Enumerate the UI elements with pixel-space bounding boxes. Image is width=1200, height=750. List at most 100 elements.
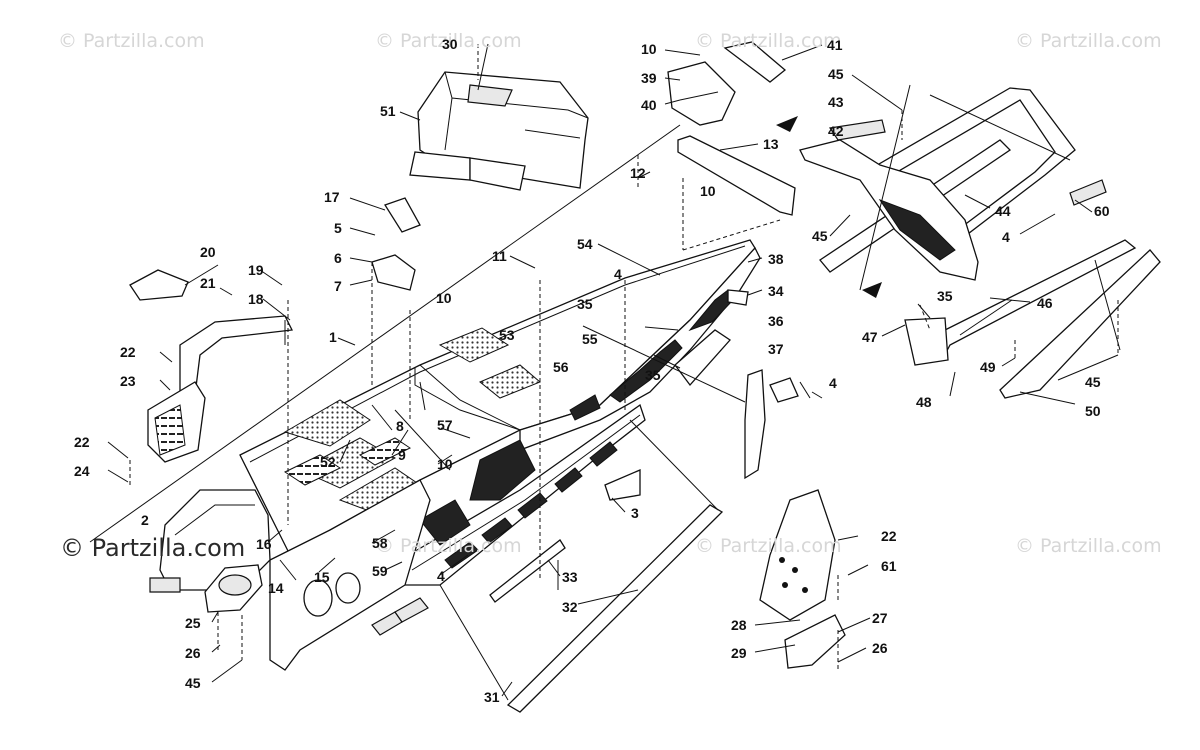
side-rail-part	[519, 246, 761, 451]
callout-label: 4	[437, 568, 445, 584]
callout-label: 48	[916, 394, 932, 410]
callout-label: 58	[372, 535, 388, 551]
seat-cushion-part	[409, 71, 589, 191]
callout-label: 59	[372, 563, 388, 579]
watermark: © Partzilla.com	[375, 535, 522, 557]
callout-label: 12	[630, 165, 646, 181]
callout-label: 35	[577, 296, 593, 312]
grab-handle-part	[129, 269, 293, 463]
callout-label: 15	[314, 569, 330, 585]
callout-label: 21	[200, 275, 216, 291]
callout-label: 5	[334, 220, 342, 236]
callout-label: 4	[1002, 229, 1010, 245]
footrest-left-part	[204, 564, 263, 613]
callout-label: 10	[700, 183, 716, 199]
rear-bracket-part	[667, 41, 787, 126]
callout-label: 20	[200, 244, 216, 260]
callout-label: 38	[768, 251, 784, 267]
callout-label: 9	[398, 447, 406, 463]
callout-label: 29	[731, 645, 747, 661]
small-brackets-part	[371, 197, 799, 501]
leader-lines	[89, 43, 1121, 701]
callout-label: 45	[1085, 374, 1101, 390]
callout-label: 45	[828, 66, 844, 82]
callout-label: 25	[185, 615, 201, 631]
callout-label: 43	[828, 94, 844, 110]
callout-label: 10	[436, 290, 452, 306]
callout-label: 24	[74, 463, 90, 479]
watermark: © Partzilla.com	[695, 535, 842, 557]
callout-label: 7	[334, 278, 342, 294]
callout-label: 45	[185, 675, 201, 691]
callout-label: 3	[631, 505, 639, 521]
callout-label: 37	[768, 341, 784, 357]
running-board-part	[904, 239, 1161, 399]
callout-label: 6	[334, 250, 342, 266]
callout-label: 31	[484, 689, 500, 705]
callout-label: 53	[499, 327, 515, 343]
callout-label: 50	[1085, 403, 1101, 419]
callout-label: 52	[320, 454, 336, 470]
callout-label: 19	[248, 262, 264, 278]
callout-label: 57	[437, 417, 453, 433]
callout-label: 42	[828, 123, 844, 139]
callout-label: 22	[120, 344, 136, 360]
watermark: © Partzilla.com	[695, 30, 842, 52]
callout-label: 46	[1037, 295, 1053, 311]
callout-label: 22	[74, 434, 90, 450]
callout-label: 49	[980, 359, 996, 375]
callout-label: 40	[641, 97, 657, 113]
axle-rods-part	[489, 504, 724, 713]
callout-label: 2	[141, 512, 149, 528]
watermark: © Partzilla.com	[1015, 30, 1162, 52]
watermark: © Partzilla.com	[375, 30, 522, 52]
snow-flap-part	[799, 119, 979, 281]
callout-label: 4	[614, 266, 622, 282]
callout-label: 56	[553, 359, 569, 375]
callout-label: 10	[641, 41, 657, 57]
callout-label: 8	[396, 418, 404, 434]
lower-truss-part	[399, 403, 646, 586]
footrest-right-part	[759, 489, 846, 669]
watermark: © Partzilla.com	[60, 534, 246, 562]
callout-label: 39	[641, 70, 657, 86]
callout-label: 47	[862, 329, 878, 345]
callout-label: 54	[577, 236, 593, 252]
callout-label: 30	[442, 36, 458, 52]
watermark: © Partzilla.com	[1015, 535, 1162, 557]
callout-label: 55	[582, 331, 598, 347]
tunnel-chassis-part	[239, 239, 756, 556]
callout-label: 4	[829, 375, 837, 391]
callout-label: 60	[1094, 203, 1110, 219]
callout-label: 35	[937, 288, 953, 304]
callout-label: 10	[437, 456, 453, 472]
callout-label: 61	[881, 558, 897, 574]
callout-label: 45	[812, 228, 828, 244]
callout-label: 18	[248, 291, 264, 307]
callout-label: 22	[881, 528, 897, 544]
callout-label: 11	[492, 248, 507, 264]
callout-label: 14	[268, 580, 284, 596]
callout-label: 26	[185, 645, 201, 661]
callout-label: 23	[120, 373, 136, 389]
callout-label: 26	[872, 640, 888, 656]
callout-label: 44	[995, 203, 1011, 219]
callout-label: 36	[768, 313, 784, 329]
callout-label: 34	[768, 283, 784, 299]
callout-label: 27	[872, 610, 888, 626]
callout-label: 16	[256, 536, 272, 552]
callout-label: 33	[562, 569, 578, 585]
callout-label: 51	[380, 103, 396, 119]
mount-bar-part	[677, 135, 796, 216]
left-side-panel-part	[269, 479, 431, 671]
callout-label: 35	[645, 367, 661, 383]
arrow-markers	[776, 116, 882, 298]
callout-label: 17	[324, 189, 340, 205]
watermark: © Partzilla.com	[58, 30, 205, 52]
callout-label: 28	[731, 617, 747, 633]
callout-label: 41	[827, 37, 843, 53]
callout-label: 13	[763, 136, 779, 152]
callout-label: 1	[329, 329, 337, 345]
front-bulkhead-part	[149, 489, 271, 593]
